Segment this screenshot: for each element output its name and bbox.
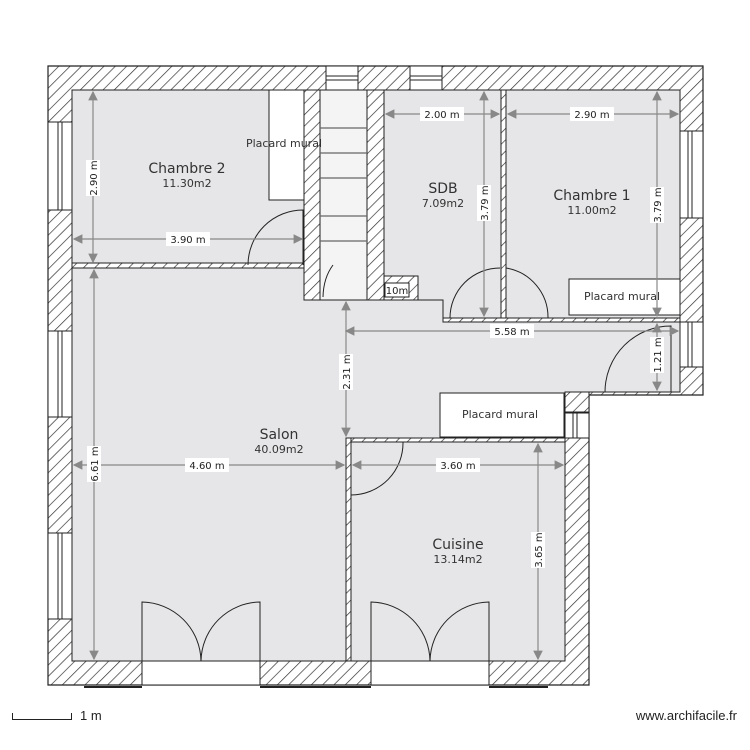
stair-closet-floor	[319, 89, 368, 301]
door-opening-cuisine	[370, 660, 490, 686]
closet-chambre2	[268, 89, 305, 201]
scale-indicator: 1 m	[12, 708, 102, 723]
window-top-2	[409, 65, 443, 91]
door-cuisine	[350, 441, 404, 496]
scale-label: 1 m	[80, 708, 102, 723]
dim-hall-height: 2.31 m	[342, 354, 353, 389]
staircase	[320, 127, 367, 242]
room-name-sdb: SDB	[428, 181, 457, 197]
room-area-chambre2: 11.30m2	[162, 177, 211, 190]
room-area-chambre1: 11.00m2	[567, 204, 616, 217]
door-opening-salon	[141, 660, 261, 686]
closet-labels: Placard mural Placard mural Placard mura…	[246, 137, 660, 421]
door-chambre1	[505, 267, 549, 319]
double-door-salon	[141, 601, 261, 662]
dim-chambre2-width: 3.90 m	[170, 235, 205, 246]
window-left-2	[47, 330, 73, 418]
closet-hall	[439, 392, 565, 438]
room-name-chambre1: Chambre 1	[553, 188, 630, 204]
room-area-sdb: 7.09m2	[422, 197, 464, 210]
room-name-salon: Salon	[260, 427, 299, 443]
dim-salon-height: 6.61 m	[90, 446, 101, 481]
dim-sdb-height: 3.79 m	[480, 185, 491, 220]
dim-hall-end-height: 1.21 m	[653, 337, 664, 372]
room-area-cuisine: 13.14m2	[433, 553, 482, 566]
closet-label-chambre2: Placard mural	[246, 137, 322, 150]
dim-chambre1-height: 3.79 m	[653, 187, 664, 222]
closet-label-hall: Placard mural	[462, 408, 538, 421]
door-stair	[322, 264, 334, 298]
scale-bar	[12, 713, 72, 720]
dimension-labels: 2.90 m 3.90 m 2.00 m 3.79 m 2.90 m 3.79 …	[86, 107, 664, 568]
dim-cuisine-height: 3.65 m	[534, 532, 545, 567]
dim-cuisine-width: 3.60 m	[440, 461, 475, 472]
room-name-cuisine: Cuisine	[432, 537, 483, 553]
brand-watermark: www.archifacile.fr	[635, 708, 737, 723]
window-top-1	[325, 65, 359, 91]
dim-chambre2-height: 2.90 m	[89, 160, 100, 195]
door-sdb	[449, 267, 501, 319]
room-area-salon: 40.09m2	[254, 443, 303, 456]
window-left-3	[47, 532, 73, 620]
closet-label-chambre1: Placard mural	[584, 290, 660, 303]
dim-hall-width: 5.58 m	[494, 327, 529, 338]
room-labels: Chambre 2 11.30m2 SDB 7.09m2 Chambre 1 1…	[148, 161, 630, 566]
closet-10m	[384, 282, 410, 298]
door-chambre2	[247, 209, 304, 266]
interior-walls	[71, 89, 681, 662]
windows	[47, 65, 704, 686]
small-label-10m: 10m	[386, 286, 408, 297]
dim-chambre1-width: 2.90 m	[574, 110, 609, 121]
room-name-chambre2: Chambre 2	[148, 161, 225, 177]
doors	[141, 209, 672, 662]
window-left-1	[47, 121, 73, 211]
double-door-cuisine	[370, 601, 490, 662]
closets	[268, 89, 681, 438]
dim-sdb-width: 2.00 m	[424, 110, 459, 121]
dim-salon-width: 4.60 m	[189, 461, 224, 472]
